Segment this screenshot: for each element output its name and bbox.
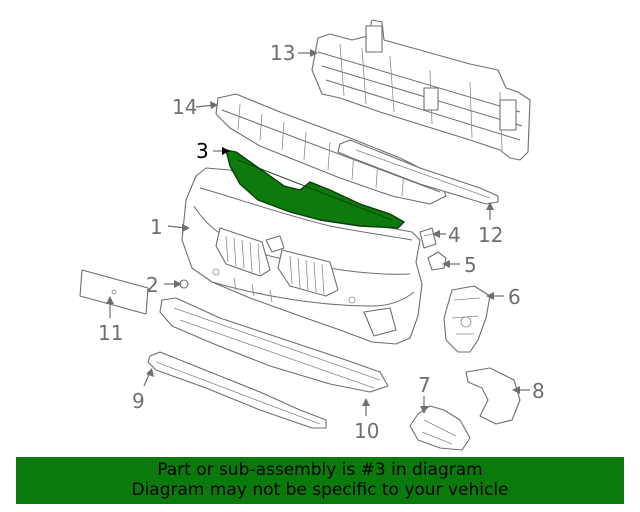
- callout-12: 12: [478, 223, 503, 247]
- part-9-lower-trim: [147, 351, 327, 429]
- part-12-lower-support: [337, 139, 499, 205]
- part-4-bracket: [419, 227, 437, 249]
- callout-10: 10: [354, 419, 379, 443]
- callout-14: 14: [172, 95, 197, 119]
- part-3-upper-grille-highlighted: [225, 149, 405, 229]
- part-7-fog-bezel: [409, 405, 471, 451]
- callout-5: 5: [464, 253, 477, 277]
- callout-4: 4: [448, 223, 461, 247]
- callout-6: 6: [508, 285, 521, 309]
- part-5-clip: [427, 251, 447, 271]
- callout-1: 1: [150, 215, 163, 239]
- callout-8: 8: [532, 379, 545, 403]
- part-10-lower-spoiler: [159, 297, 389, 393]
- part-13-reinforcement-beam: [311, 19, 531, 161]
- banner-line-2: Diagram may not be specific to your vehi…: [131, 480, 509, 500]
- parts-diagram: 13 14 3 1 2 4 5 6 11 9 10 7 8 12: [79, 19, 545, 451]
- part-1-bumper-cover: [181, 167, 423, 345]
- leader-arrowheads: [106, 49, 520, 414]
- info-banner: Part or sub-assembly is #3 in diagram Di…: [16, 457, 624, 504]
- callout-13: 13: [270, 41, 295, 65]
- part-8-fog-bezel: [465, 367, 521, 425]
- banner-line-1: Part or sub-assembly is #3 in diagram: [157, 460, 483, 480]
- part-6-side-bracket: [443, 285, 491, 353]
- callout-7: 7: [418, 373, 431, 397]
- callout-9: 9: [132, 389, 145, 413]
- callout-3: 3: [196, 139, 209, 163]
- callout-2: 2: [146, 273, 159, 297]
- part-11-license-bracket: [79, 269, 149, 315]
- callout-11: 11: [98, 321, 123, 345]
